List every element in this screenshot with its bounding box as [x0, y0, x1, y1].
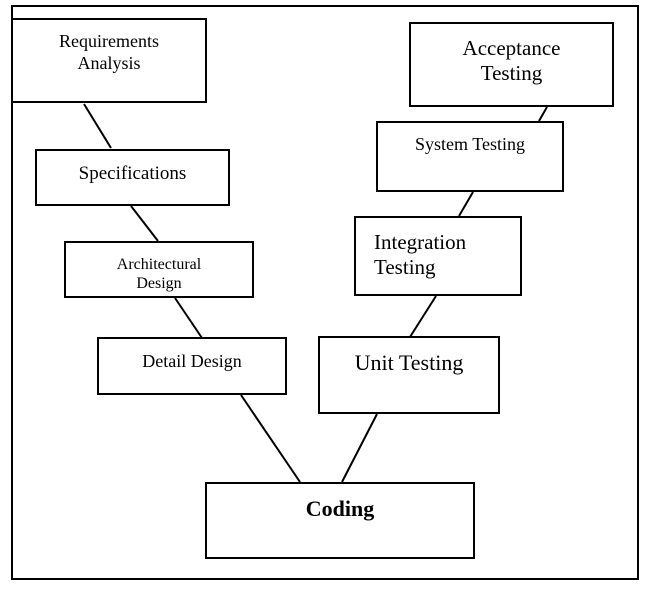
connector-system-acceptance [538, 106, 548, 122]
specifications-label: Specifications [78, 163, 187, 184]
specifications-box: Specifications [35, 149, 230, 206]
diagram-frame [11, 5, 639, 580]
connector-integration-system [458, 191, 474, 217]
coding-box: Coding [205, 482, 475, 559]
connector-specifications-architectural [130, 205, 159, 242]
unit-testing-box: Unit Testing [318, 336, 500, 414]
architectural-design-line-1: Architectural [116, 256, 202, 273]
requirements-analysis-line-1: Requirements [59, 31, 159, 51]
integration-testing-line-1: Integration [374, 230, 467, 254]
connector-unit-integration [409, 295, 437, 338]
acceptance-testing-box: Acceptance Testing [409, 22, 614, 107]
acceptance-testing-line-2: Testing [480, 61, 543, 86]
acceptance-testing-line-1: Acceptance [462, 36, 561, 60]
connector-architectural-detail [174, 297, 203, 339]
coding-label: Coding [305, 496, 375, 521]
detail-design-box: Detail Design [97, 337, 287, 395]
integration-testing-line-2: Testing [374, 255, 436, 280]
requirements-analysis-box: Requirements Analysis [11, 18, 207, 103]
architectural-design-box: Architectural Design [64, 241, 254, 298]
system-testing-label: System Testing [415, 134, 525, 154]
connector-requirements-specifications [83, 103, 112, 149]
unit-testing-label: Unit Testing [354, 350, 464, 375]
integration-testing-box: Integration Testing [354, 216, 522, 296]
architectural-design-line-2: Design [136, 275, 182, 293]
connector-coding-unit [341, 413, 378, 483]
connector-detail-coding [240, 394, 301, 483]
detail-design-label: Detail Design [142, 351, 242, 371]
requirements-analysis-line-2: Analysis [77, 52, 141, 73]
system-testing-box: System Testing [376, 121, 564, 192]
